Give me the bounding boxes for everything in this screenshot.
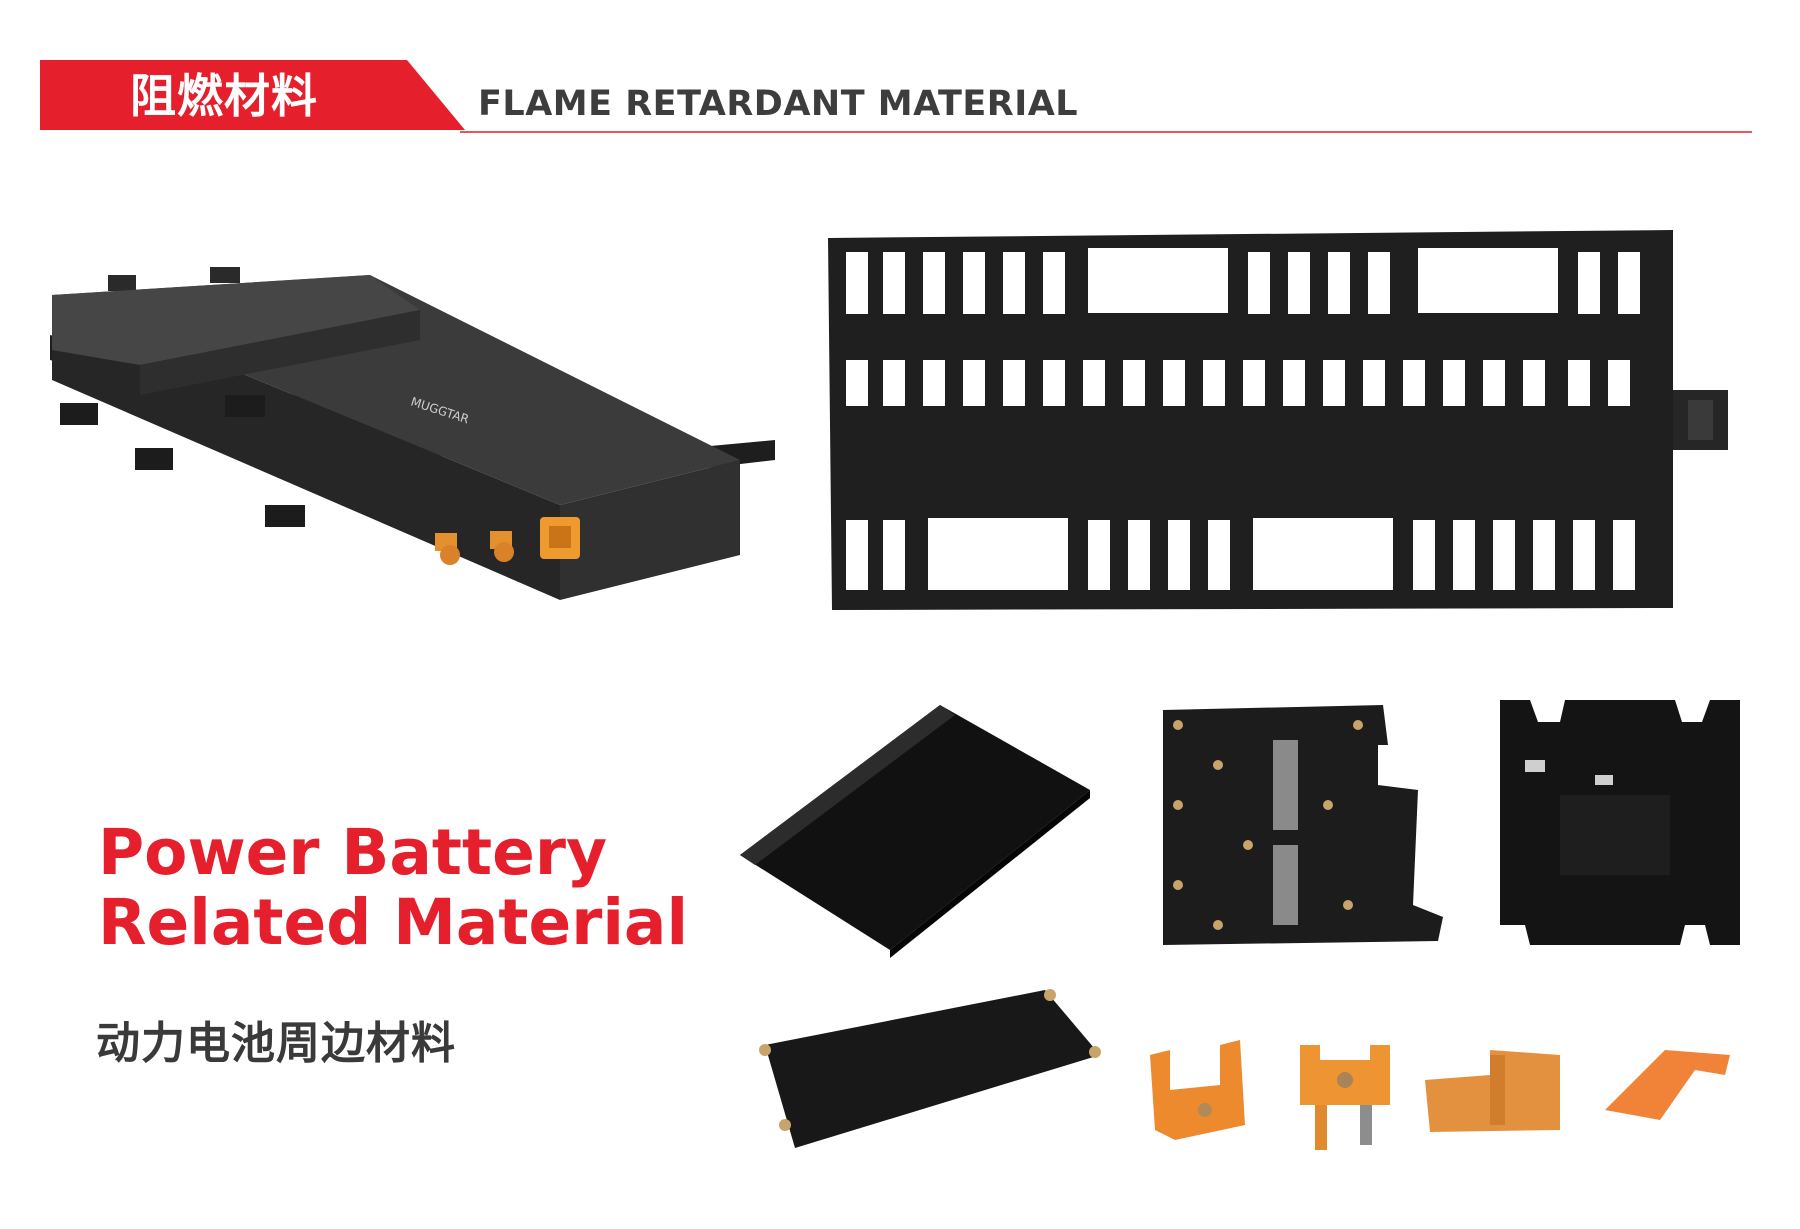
black-cover-plate-photo <box>740 705 1090 958</box>
headline-line-1: Power Battery <box>98 816 608 889</box>
orange-clip-2-photo <box>1425 1050 1560 1132</box>
headline: Power Battery Related Material <box>98 818 688 958</box>
header-divider <box>460 131 1752 133</box>
battery-pack-photo: MUGGTAR <box>50 267 775 600</box>
orange-terminal-photo <box>1300 1045 1390 1150</box>
subtitle-cn: 动力电池周边材料 <box>96 1018 456 1069</box>
bottom-cover-photo <box>759 989 1101 1148</box>
orange-clip-1-photo <box>1150 1040 1245 1140</box>
cell-holder-frame-photo <box>828 230 1728 610</box>
header-title-en: FLAME RETARDANT MATERIAL <box>478 84 1079 124</box>
header-title-cn: 阻燃材料 <box>130 69 318 123</box>
bracket-photo <box>1500 700 1740 945</box>
header-red-banner <box>40 60 465 130</box>
circuit-carrier-photo <box>1163 705 1443 945</box>
orange-clip-3-photo <box>1605 1050 1730 1120</box>
headline-line-2: Related Material <box>98 886 689 959</box>
